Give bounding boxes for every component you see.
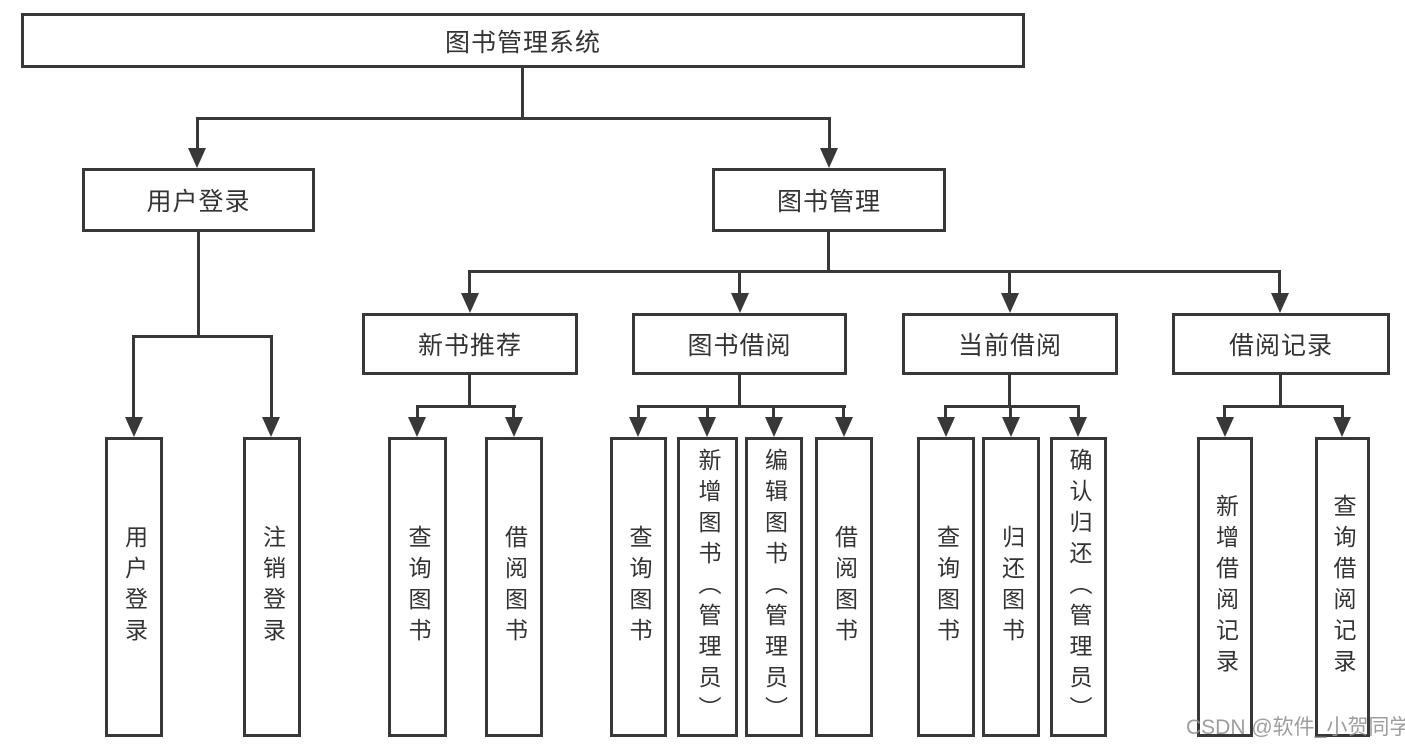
connector-vline [468,270,471,295]
leaf-logout: 注销登录 [243,437,301,737]
node-user-login: 用户登录 [82,168,315,232]
leaf-query-books-recommend: 查询图书 [388,437,447,737]
leaf-query-borrow-record-label: 查询借阅记录 [1330,494,1356,680]
node-root: 图书管理系统 [21,13,1025,68]
connector-vline [197,232,200,338]
connector-vline [416,405,419,419]
leaf-return-book: 归还图书 [982,437,1040,737]
connector-vline [1278,270,1281,295]
leaf-add-borrow-record-label: 新增借阅记录 [1212,494,1239,680]
arrow-down-icon [262,417,280,437]
node-new-book-recommend-label: 新书推荐 [417,332,522,360]
node-borrow-records: 借阅记录 [1172,313,1390,375]
connector-vline [1341,405,1344,419]
connector-vline [828,117,831,152]
connector-vline [706,405,709,419]
node-book-management-label: 图书管理 [776,188,881,216]
leaf-user-login-label: 用户登录 [121,525,148,649]
arrow-down-icon [1001,293,1019,313]
node-borrow-records-label: 借阅记录 [1228,332,1333,360]
node-book-borrow: 图书借阅 [632,313,847,375]
arrow-down-icon [505,417,523,437]
connector-vline [1009,405,1012,419]
node-current-borrow: 当前借阅 [902,313,1118,375]
node-current-borrow-label: 当前借阅 [957,332,1062,360]
leaf-add-book-admin-label: 新增图书（管理员） [695,447,721,727]
leaf-borrow-books-recommend: 借阅图书 [485,437,543,737]
leaf-edit-book-admin-label: 编辑图书（管理员） [761,447,788,727]
leaf-query-borrow-record: 查询借阅记录 [1315,437,1370,737]
leaf-confirm-return-admin-label: 确认归还（管理员） [1066,447,1092,727]
connector-vline [827,232,830,273]
connector-vline [772,405,775,419]
connector-vline [512,405,515,419]
connector-vline [1008,375,1011,408]
connector-vline [270,335,273,419]
connector-hline [944,405,1080,408]
leaf-edit-book-admin: 编辑图书（管理员） [745,437,803,737]
connector-vline [132,335,135,419]
arrow-down-icon [835,417,853,437]
connector-hline [637,405,846,408]
arrow-down-icon [765,417,783,437]
leaf-borrow-books-recommend-label: 借阅图书 [501,525,528,649]
connector-vline [738,270,741,295]
leaf-add-book-admin: 新增图书（管理员） [677,437,738,737]
leaf-confirm-return-admin: 确认归还（管理员） [1050,437,1107,737]
arrow-down-icon [1271,293,1289,313]
arrow-down-icon [408,417,426,437]
connector-vline [1223,405,1226,419]
leaf-query-books-current-label: 查询图书 [933,525,960,649]
node-book-borrow-label: 图书借阅 [687,332,792,360]
leaf-query-books-borrow: 查询图书 [610,437,667,737]
connector-hline [1223,405,1344,408]
connector-hline [132,335,273,338]
arrow-down-icon [461,293,479,313]
arrow-down-icon [1002,417,1020,437]
arrow-down-icon [125,417,143,437]
arrow-down-icon [937,417,955,437]
connector-vline [468,375,471,408]
arrow-down-icon [1333,417,1351,437]
node-new-book-recommend: 新书推荐 [362,313,578,375]
connector-vline [637,405,640,419]
connector-vline [738,375,741,408]
leaf-query-books-borrow-label: 查询图书 [626,525,652,649]
connector-vline [1008,270,1011,295]
node-root-label: 图书管理系统 [444,28,601,57]
leaf-logout-label: 注销登录 [259,525,286,649]
arrow-down-icon [1069,417,1087,437]
arrow-down-icon [188,148,206,168]
node-user-login-label: 用户登录 [146,188,251,216]
arrow-down-icon [731,293,749,313]
arrow-down-icon [1216,417,1234,437]
leaf-add-borrow-record: 新增借阅记录 [1197,437,1253,737]
leaf-query-books-recommend-label: 查询图书 [405,525,431,649]
csdn-watermark: CSDN @软件_小贺同学 [1186,716,1405,739]
connector-vline [196,117,199,152]
leaf-borrow-books: 借阅图书 [815,437,873,737]
connector-hline [196,117,831,120]
leaf-return-book-label: 归还图书 [998,525,1025,649]
node-book-management: 图书管理 [712,168,946,232]
connector-vline [944,405,947,419]
arrow-down-icon [820,148,838,168]
arrow-down-icon [698,417,716,437]
connector-vline [1279,375,1282,408]
connector-hline [416,405,516,408]
connector-vline [521,68,524,119]
connector-hline [468,270,1281,273]
leaf-borrow-books-label: 借阅图书 [831,525,858,649]
connector-vline [1077,405,1080,419]
leaf-query-books-current: 查询图书 [917,437,975,737]
arrow-down-icon [629,417,647,437]
leaf-user-login: 用户登录 [105,437,163,737]
connector-vline [842,405,845,419]
